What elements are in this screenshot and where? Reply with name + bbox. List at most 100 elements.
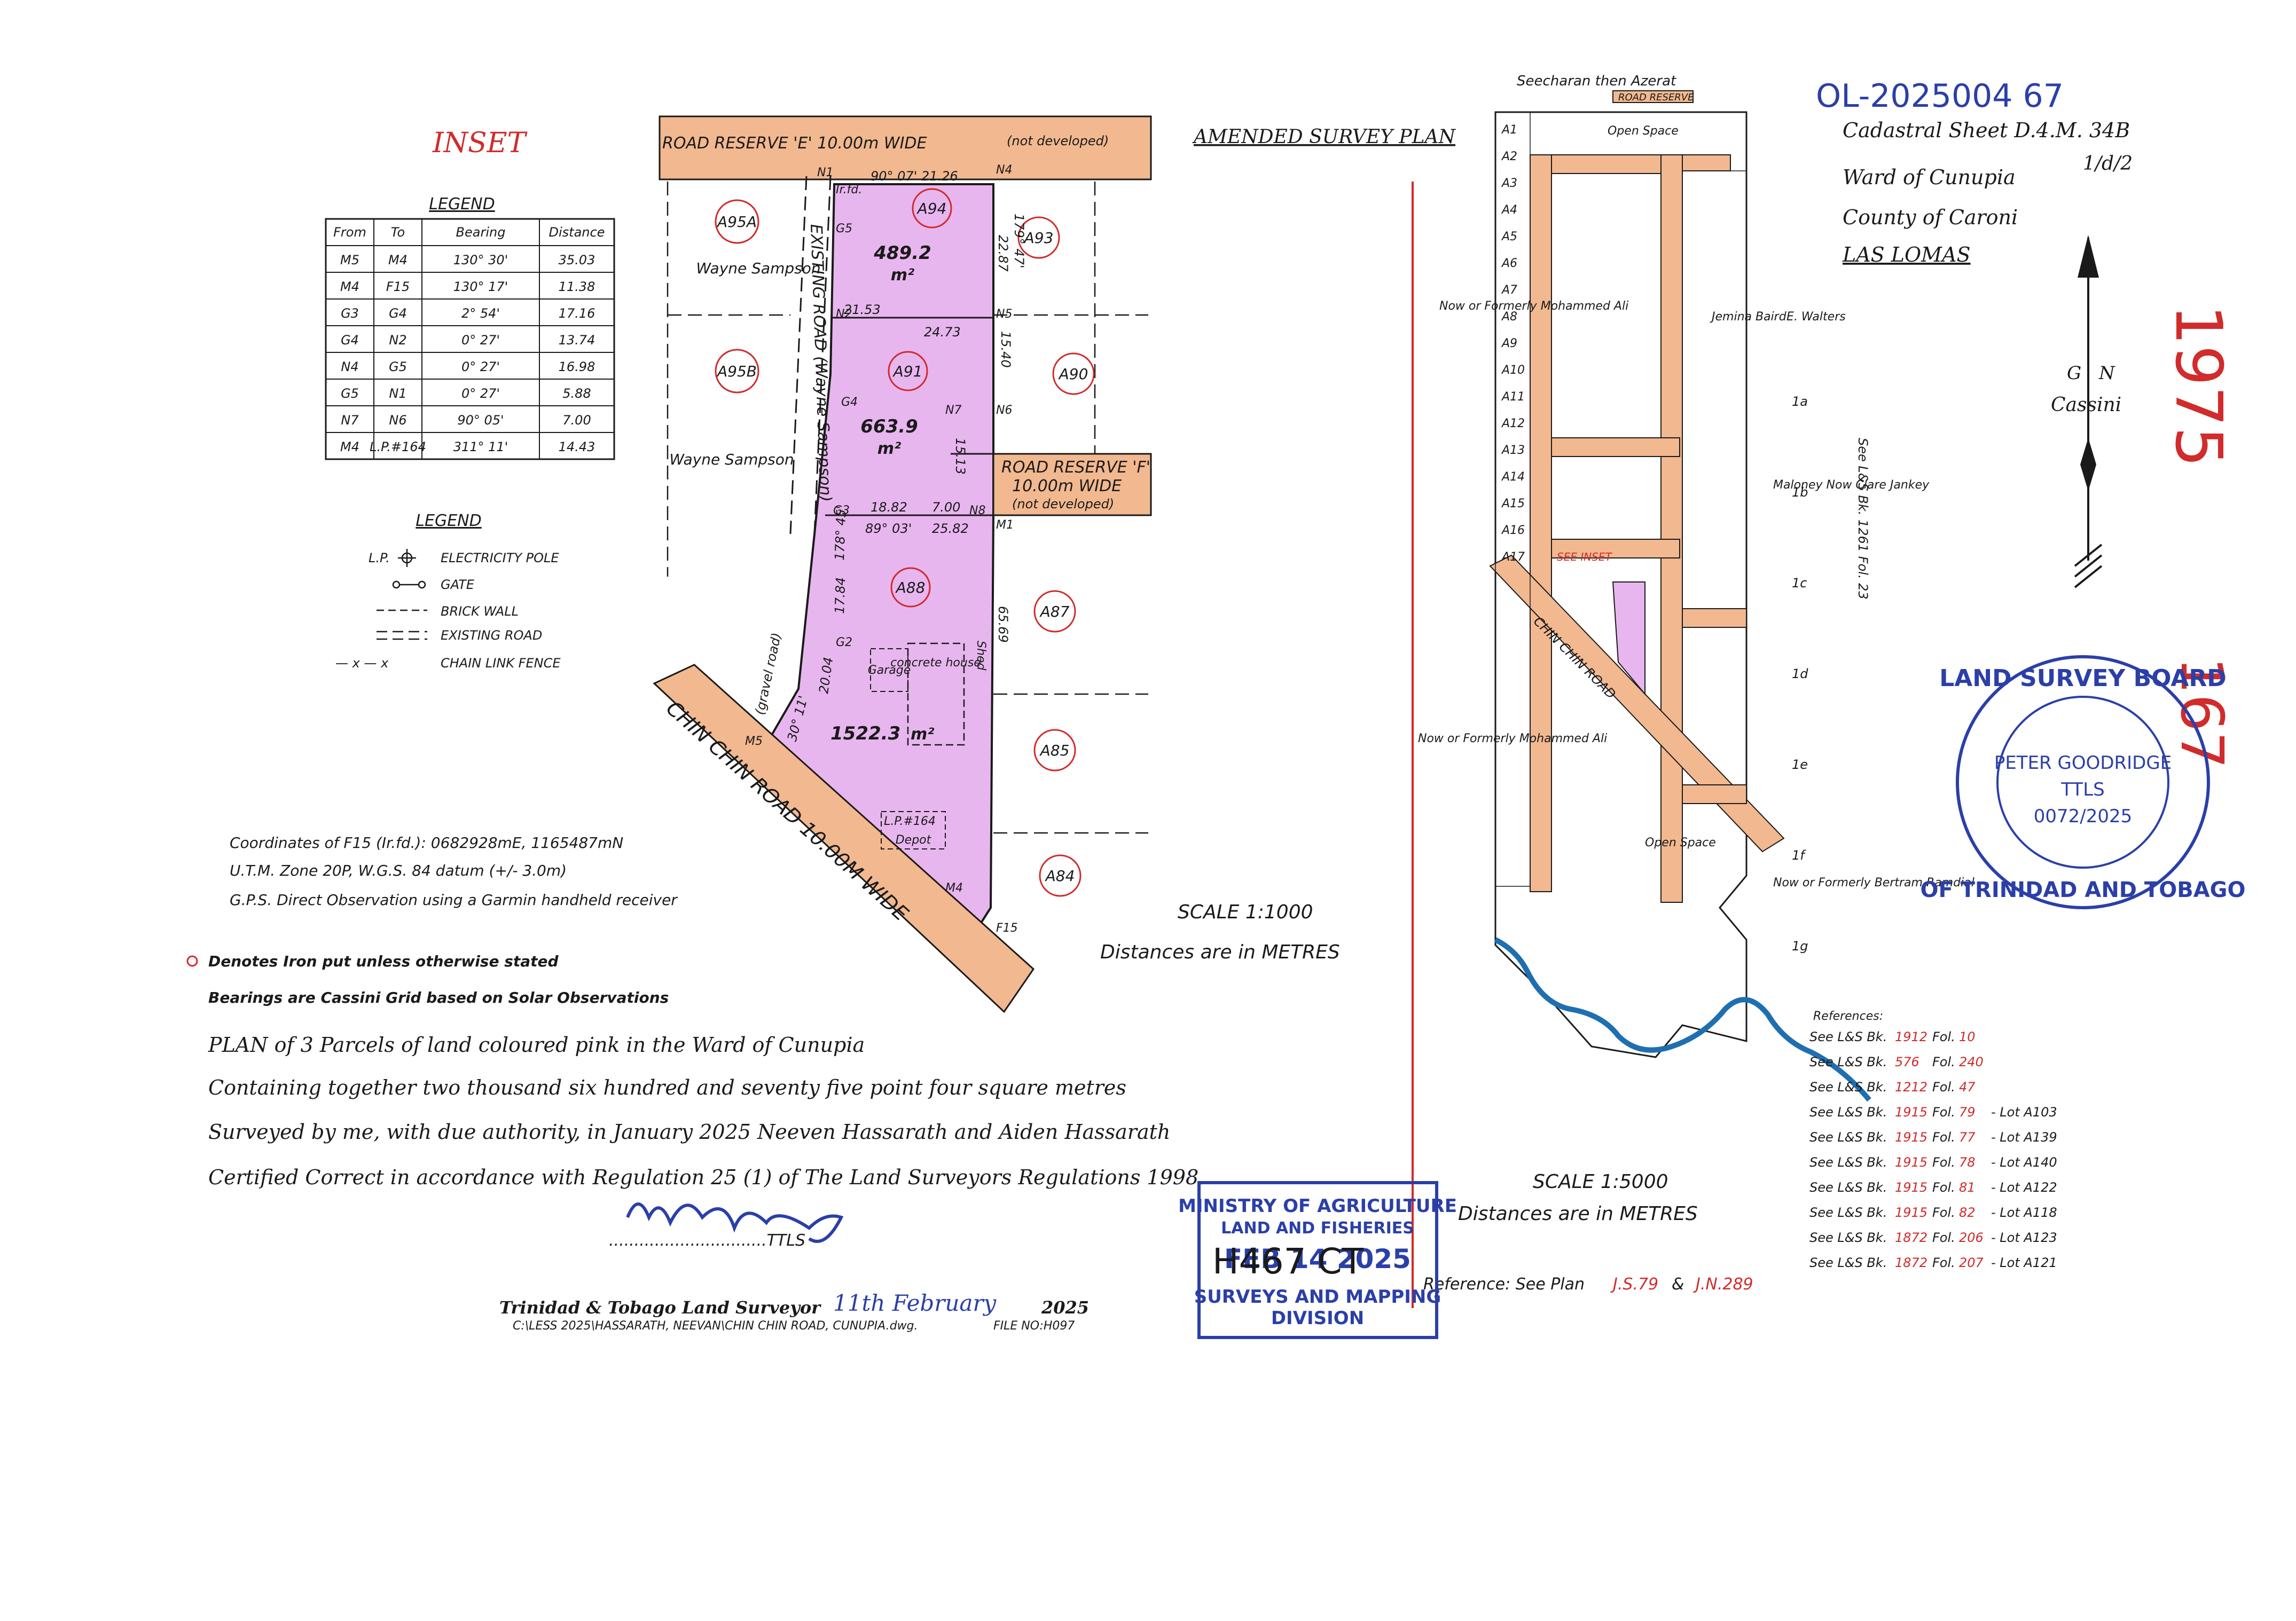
dim-east: 65.69 xyxy=(996,606,1010,643)
lot-a95a: A95A xyxy=(716,213,757,231)
board-number: 0072/2025 xyxy=(2034,806,2133,827)
site-plot-label: 1a xyxy=(1792,394,1808,409)
table-header: From xyxy=(333,225,366,240)
notes: Denotes Iron put unless otherwise stated… xyxy=(186,953,669,1006)
lot-a91: A91 xyxy=(892,363,923,380)
table-cell: G4 xyxy=(389,306,407,321)
road-reserve-e-label: ROAD RESERVE 'E' 10.00m WIDE xyxy=(662,134,927,153)
site-lot-label: A3 xyxy=(1501,177,1517,190)
table-cell: N4 xyxy=(341,359,358,374)
table-cell: N7 xyxy=(341,413,359,428)
reference-folio-label: Fol. xyxy=(1932,1055,1955,1069)
reference-folio-label: Fol. xyxy=(1932,1130,1955,1145)
reference-book-number: 1872 xyxy=(1895,1255,1927,1270)
amended-plan-title: AMENDED SURVEY PLAN xyxy=(1192,126,1456,148)
table-cell: G5 xyxy=(389,359,407,374)
inset-title: INSET xyxy=(432,127,528,159)
cert-line3: Surveyed by me, with due authority, in J… xyxy=(208,1120,1170,1144)
reference-folio-label: Fol. xyxy=(1932,1205,1955,1220)
site-lot-label: A1 xyxy=(1501,123,1517,137)
owner-walters: E. Walters xyxy=(1786,310,1846,324)
owner-maloney: Maloney Now Clare Jankey xyxy=(1773,478,1930,492)
legend-title: LEGEND xyxy=(429,195,495,214)
table-cell: N1 xyxy=(389,386,406,401)
north-g: G xyxy=(2067,363,2081,384)
scale-site: SCALE 1:5000 xyxy=(1533,1171,1668,1193)
site-plan: Open Space Open Space SEE INSET CHIN CHI… xyxy=(1489,111,1871,1102)
neighbour-lots: A95A A93 A95B A90 A87 A85 A84 Wayne Samp… xyxy=(669,199,1095,897)
table-cell: G3 xyxy=(341,306,359,321)
ministry-date: FEB 14 2025 xyxy=(1224,1244,1411,1274)
pt-m4: M4 xyxy=(945,882,963,895)
county-label: County of Caroni xyxy=(1843,206,2018,229)
table-cell: 5.88 xyxy=(562,386,591,401)
dim-m1: 25.82 xyxy=(932,521,969,536)
unit-a91: m² xyxy=(877,439,901,458)
year: 2025 xyxy=(1041,1297,1089,1318)
reference-folio-number: 79 xyxy=(1959,1105,1976,1120)
distances-inset: Distances are in METRES xyxy=(1100,941,1340,963)
ministry-stamp: MINISTRY OF AGRICULTURE LAND AND FISHERI… xyxy=(1178,1181,1457,1339)
reference-lot: - Lot A118 xyxy=(1991,1205,2057,1220)
lot-a88: A88 xyxy=(895,579,926,596)
north-n: N xyxy=(2098,363,2115,384)
cert-line4: Certified Correct in accordance with Reg… xyxy=(208,1166,1205,1189)
pt-n5: N5 xyxy=(996,308,1012,321)
references-title: References: xyxy=(1813,1010,1883,1023)
dim-22-87: 22.87 xyxy=(996,235,1010,272)
ministry-line4: DIVISION xyxy=(1271,1308,1364,1329)
reference-book-number: 1912 xyxy=(1895,1029,1927,1044)
reference-book-number: 576 xyxy=(1895,1055,1919,1069)
reference-folio-label: Fol. xyxy=(1932,1180,1955,1195)
dim-top: 90° 07' 21.26 xyxy=(871,169,958,184)
reference-plan-jn289: J.N.289 xyxy=(1693,1275,1753,1294)
table-header: Bearing xyxy=(456,225,506,240)
dim-n8: 7.00 xyxy=(932,500,960,515)
see-inset-ref: SEE INSET xyxy=(1557,550,1613,563)
table-cell: G5 xyxy=(341,386,359,401)
table-cell: 0° 27' xyxy=(461,386,500,401)
gps-line: G.P.S. Direct Observation using a Garmin… xyxy=(230,891,678,909)
site-lot-label: A17 xyxy=(1501,550,1525,564)
handwritten-number: H467 CT xyxy=(1212,1241,1364,1282)
pt-g2: G2 xyxy=(836,636,852,649)
table-header: Distance xyxy=(549,225,605,240)
site-plot-label: 1f xyxy=(1792,848,1806,863)
table-cell: G4 xyxy=(341,333,359,348)
dim-n2: 21.53 xyxy=(844,302,881,317)
cadastral-sub: 1/d/2 xyxy=(2083,153,2133,175)
site-plot-label: 1e xyxy=(1792,757,1808,772)
ministry-line3: SURVEYS AND MAPPING xyxy=(1194,1286,1441,1308)
table-cell: L.P.#164 xyxy=(370,439,426,454)
reference-lot: - Lot A103 xyxy=(1991,1105,2057,1120)
table-cell: M4 xyxy=(340,439,359,454)
table-cell: F15 xyxy=(386,279,410,294)
owner-left-1: Now or Formerly Mohammed Ali xyxy=(1439,300,1628,313)
table-cell: 13.74 xyxy=(559,333,595,348)
reference-book-number: 1915 xyxy=(1895,1155,1927,1170)
dim-17-84: 17.84 xyxy=(832,577,848,615)
reference-folio-number: 82 xyxy=(1959,1205,1976,1220)
table-cell: 130° 30' xyxy=(453,253,508,267)
certificate: PLAN of 3 Parcels of land coloured pink … xyxy=(208,1033,1205,1189)
reference-book-number: 1212 xyxy=(1895,1080,1927,1095)
table-cell: N2 xyxy=(389,333,406,348)
ministry-line1: MINISTRY OF AGRICULTURE xyxy=(1178,1195,1457,1217)
reference-book-number: 1915 xyxy=(1895,1130,1927,1145)
site-lot-label: A8 xyxy=(1501,310,1517,324)
site-lot-label: A4 xyxy=(1501,203,1517,217)
board-ttls: TTLS xyxy=(2060,779,2104,800)
dim-bearing-w: 178° 45' xyxy=(832,506,849,561)
site-plot-label: 1b xyxy=(1792,485,1808,500)
site-lot-labels: A1A2A3A4A5A6A7A8A9A10A11A12A13A14A15A16A… xyxy=(1501,123,1525,564)
gravel-road-label: (gravel road) xyxy=(752,632,784,717)
pt-n1: N1 xyxy=(817,166,833,179)
site-lot-label: A10 xyxy=(1501,364,1525,377)
table-cell: 16.98 xyxy=(559,359,595,374)
cert-line1: PLAN of 3 Parcels of land coloured pink … xyxy=(208,1033,865,1057)
lot-a93: A93 xyxy=(1023,229,1054,247)
legend-label-pole: ELECTRICITY POLE xyxy=(441,550,559,565)
site-top-road: ROAD RESERVE xyxy=(1612,90,1694,103)
owner-a95b: Wayne Sampson xyxy=(669,451,794,468)
